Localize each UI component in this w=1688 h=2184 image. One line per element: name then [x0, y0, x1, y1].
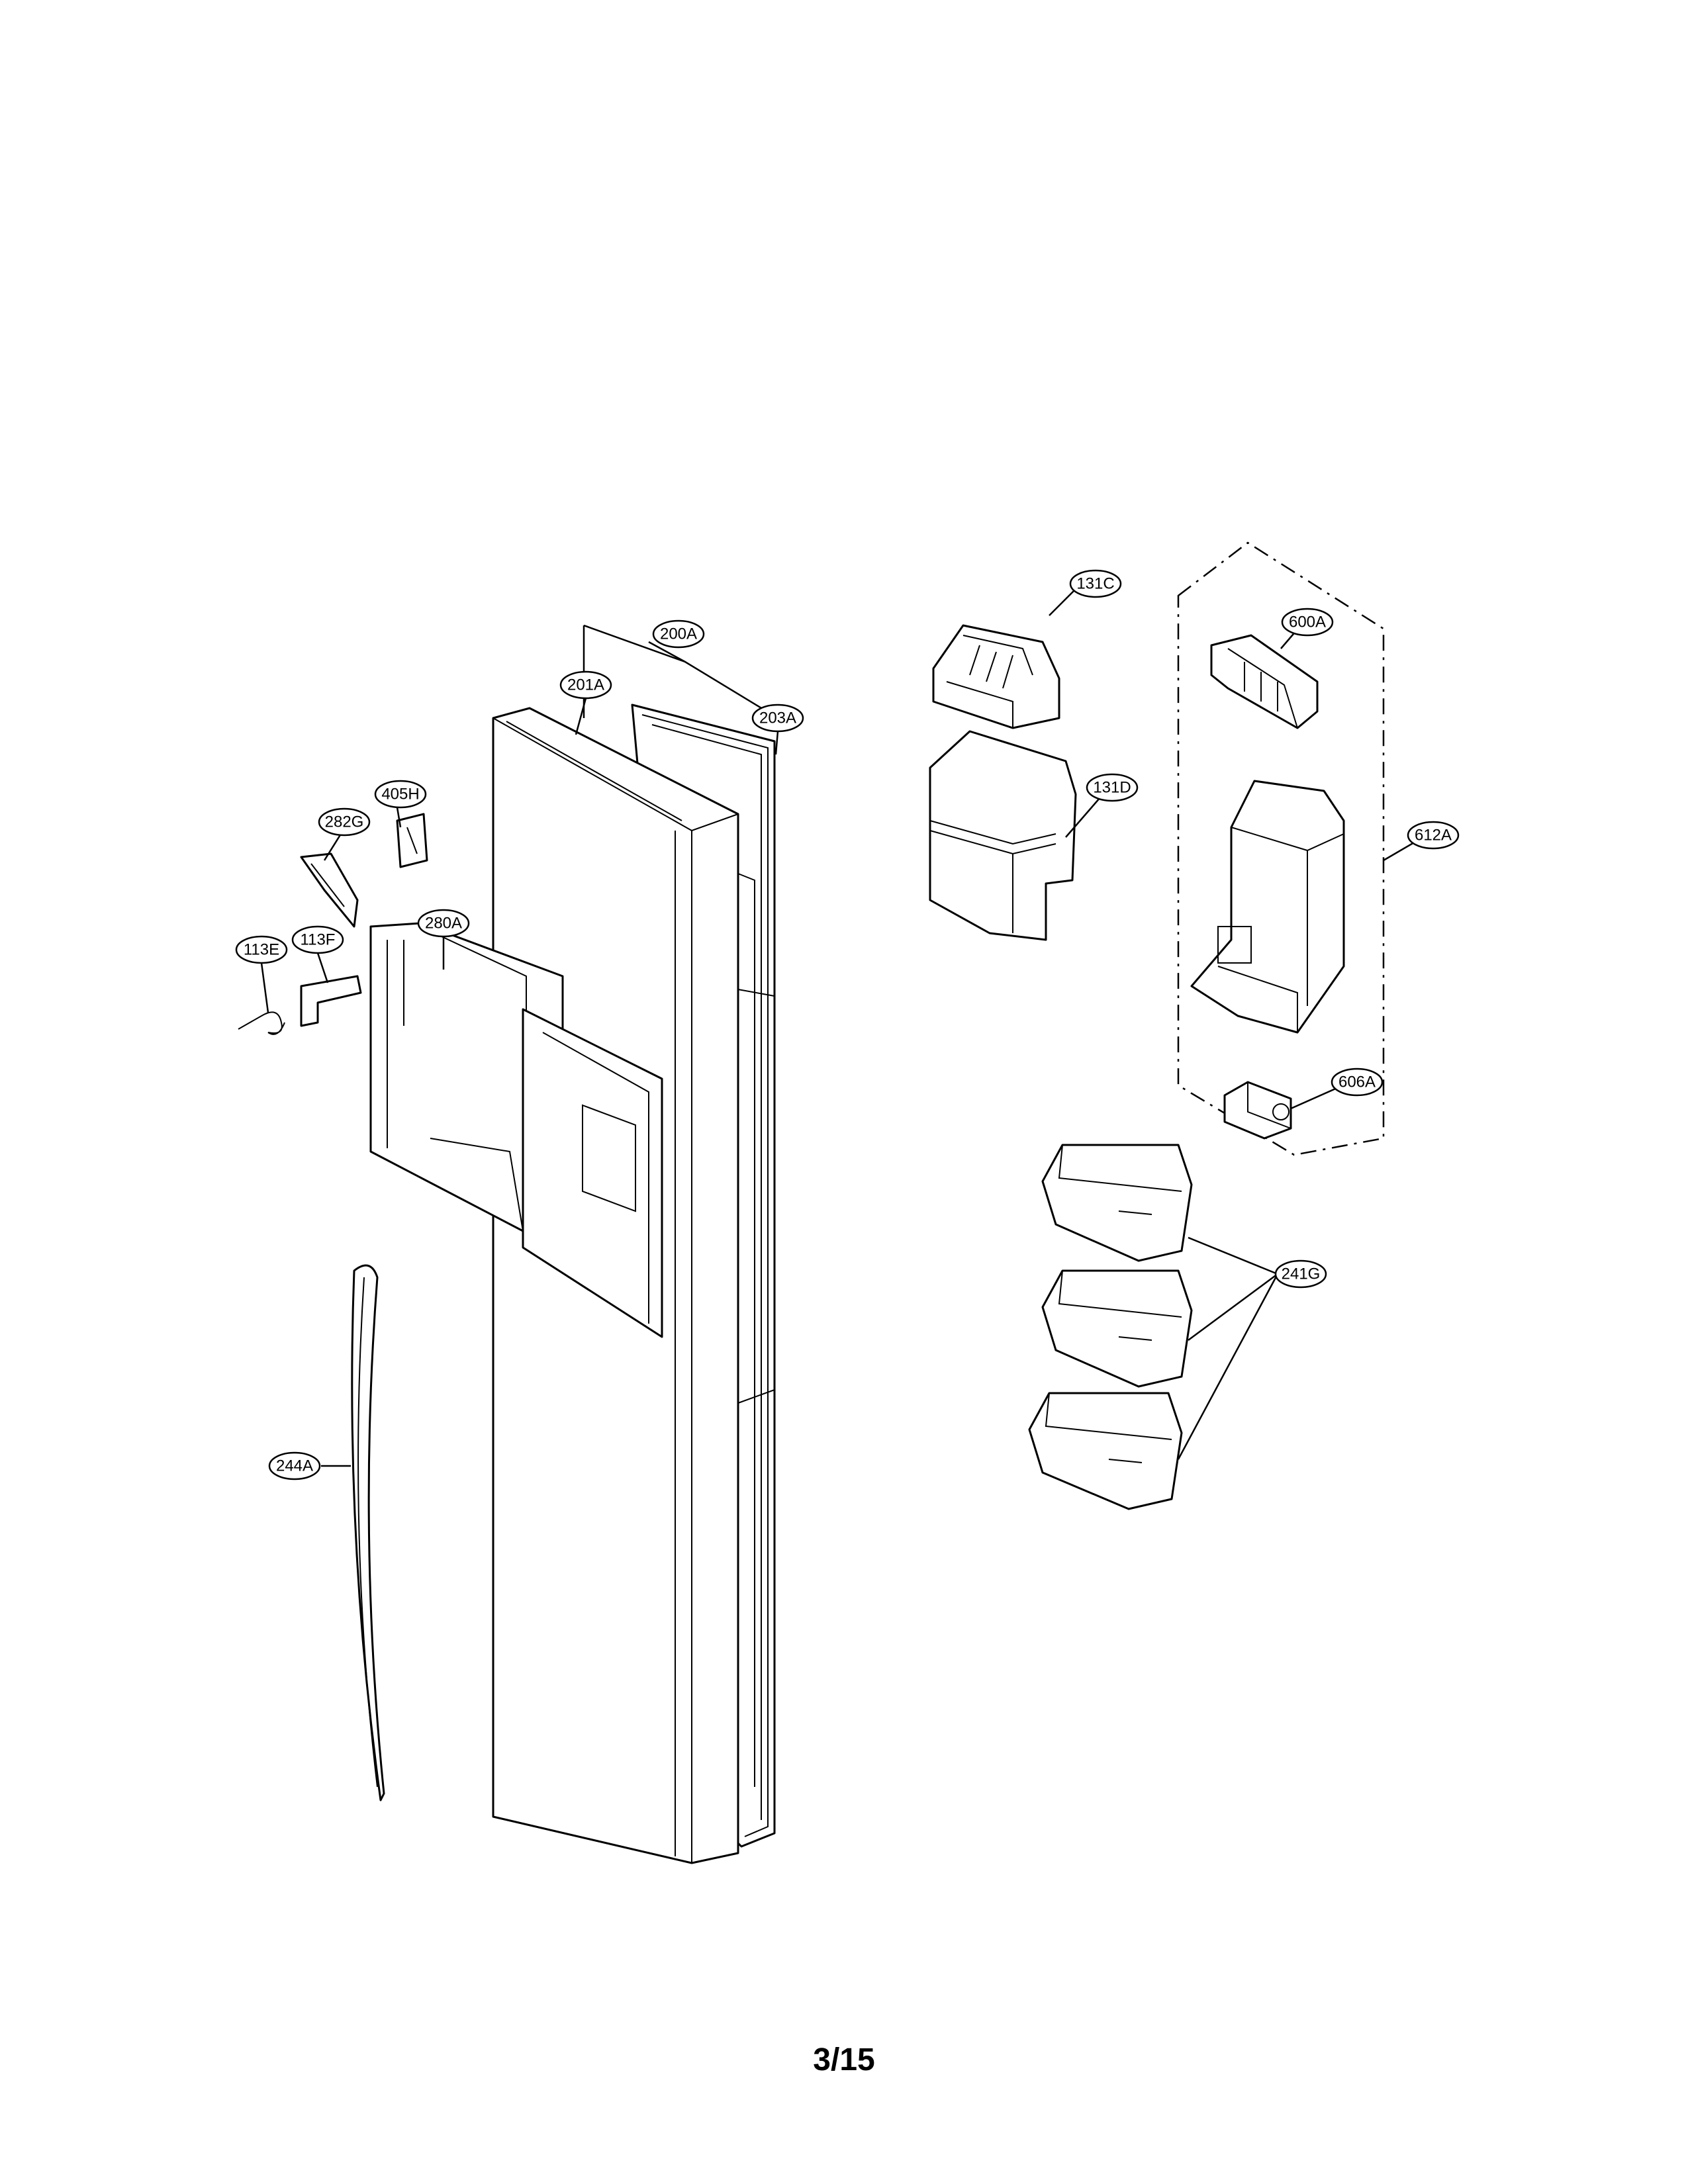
door-bin-middle: [1041, 1269, 1193, 1388]
torsion-spring: [238, 1011, 285, 1035]
switch-assembly: [396, 813, 428, 868]
bracket: [300, 975, 362, 1027]
callout-113F: 113F: [291, 925, 344, 954]
callout-282G: 282G: [318, 807, 371, 837]
door-handle: [351, 1264, 385, 1801]
svg-text:612A: 612A: [1415, 827, 1452, 844]
callout-131D: 131D: [1086, 773, 1139, 802]
callout-600A: 600A: [1281, 608, 1334, 637]
svg-text:241G: 241G: [1282, 1265, 1321, 1283]
svg-text:244A: 244A: [276, 1457, 313, 1475]
ice-bin-cover: [932, 624, 1060, 729]
ice-maker-housing: [1190, 780, 1345, 1034]
callout-201A: 201A: [559, 670, 612, 700]
svg-text:280A: 280A: [425, 915, 462, 933]
callout-200A: 200A: [652, 619, 705, 649]
svg-text:113E: 113E: [244, 941, 279, 959]
svg-text:203A: 203A: [759, 709, 796, 727]
ice-maker: [1210, 634, 1319, 729]
svg-text:201A: 201A: [567, 676, 604, 694]
callout-612A: 612A: [1407, 821, 1460, 850]
svg-text:131D: 131D: [1093, 779, 1131, 797]
svg-text:405H: 405H: [381, 786, 419, 803]
door-bin-top: [1041, 1144, 1193, 1262]
callout-241G: 241G: [1274, 1259, 1327, 1289]
lever-assembly: [300, 852, 359, 928]
callout-280A: 280A: [417, 909, 470, 938]
callout-113E: 113E: [235, 935, 288, 964]
ice-bin: [929, 730, 1077, 941]
svg-text:600A: 600A: [1289, 614, 1326, 631]
callout-405H: 405H: [374, 780, 427, 809]
callout-244A: 244A: [268, 1451, 321, 1480]
svg-text:200A: 200A: [660, 625, 697, 643]
callout-203A: 203A: [751, 704, 804, 733]
dispenser-housing: [369, 922, 663, 1338]
door-bin-bottom: [1028, 1392, 1183, 1510]
svg-text:282G: 282G: [325, 813, 364, 831]
callout-606A: 606A: [1331, 1068, 1383, 1097]
page-number: 3/15: [813, 2042, 875, 2077]
ice-maker-assembly-boundary: [1177, 541, 1385, 1156]
svg-text:606A: 606A: [1338, 1073, 1376, 1091]
leader-lines: [260, 582, 1424, 1467]
auger-motor: [1223, 1081, 1292, 1140]
callout-131C: 131C: [1069, 569, 1122, 598]
svg-text:131C: 131C: [1076, 575, 1114, 593]
svg-text:113F: 113F: [301, 931, 336, 949]
